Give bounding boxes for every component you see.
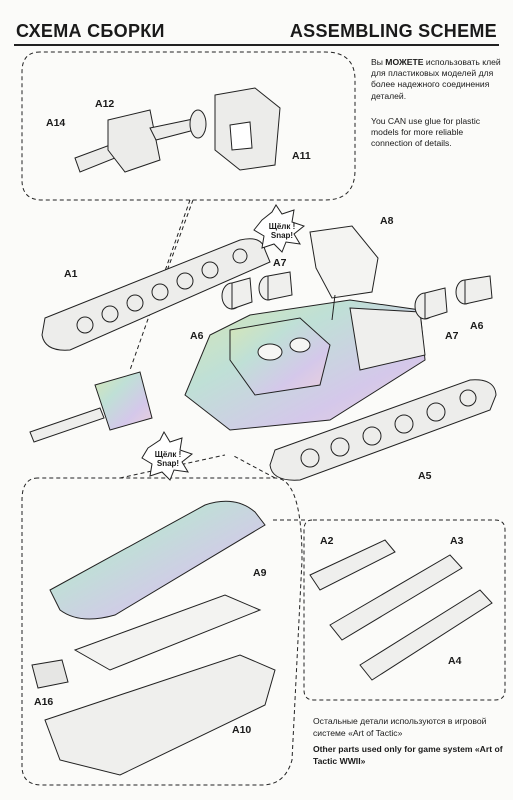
snap-ru-top: Щёлк ! <box>268 222 296 231</box>
detail-box-tracks <box>303 519 506 701</box>
label-a1: A1 <box>64 268 78 280</box>
label-a14: A14 <box>46 117 66 129</box>
snap-ru-bottom: Щёлк ! <box>154 450 182 459</box>
label-a7-left: A7 <box>273 257 287 269</box>
snap-label-bottom: Щёлк !Snap! <box>148 450 188 468</box>
snap-bursts <box>141 204 306 481</box>
label-a8: A8 <box>380 215 394 227</box>
snap-label-top: Щёлк !Snap! <box>262 222 302 240</box>
track-a5 <box>269 379 497 481</box>
label-a5: A5 <box>418 470 432 482</box>
label-a6-left: A6 <box>190 330 204 342</box>
label-a11: A11 <box>292 150 311 162</box>
wheel-parts <box>221 271 493 320</box>
title-en: ASSEMBLING SCHEME <box>289 21 497 41</box>
detail-box-barrel <box>21 51 356 201</box>
label-a6-right: A6 <box>470 320 484 332</box>
glue-note-ru-rest: использовать клей для пластиковых моделе… <box>371 57 501 101</box>
gun-assembly <box>29 371 153 443</box>
label-a3: A3 <box>450 535 464 547</box>
snap-en-top: Snap! <box>270 231 294 240</box>
glue-note-ru: Вы МОЖЕТЕ использовать клей для пластико… <box>371 57 506 102</box>
label-a16: A16 <box>34 696 54 708</box>
label-a7-right: A7 <box>445 330 459 342</box>
track-a1 <box>41 238 271 351</box>
glue-note-ru-prefix: Вы <box>371 57 386 67</box>
label-a9: A9 <box>253 567 267 579</box>
track-parts-a2-a4 <box>309 539 493 681</box>
title-ru: СХЕМА СБОРКИ <box>16 21 165 41</box>
barrel-parts <box>74 87 281 173</box>
label-a2: A2 <box>320 535 334 547</box>
hull-parts-a9-a10 <box>31 500 276 776</box>
glue-note-en: You CAN use glue for plastic models for … <box>371 116 481 149</box>
label-a10: A10 <box>232 724 252 736</box>
hull-body <box>184 299 426 431</box>
header-bar: СХЕМА СБОРКИ ASSEMBLING SCHEME <box>14 18 499 46</box>
glue-note-ru-emphasis: МОЖЕТЕ <box>385 57 424 67</box>
label-a4: A4 <box>448 655 462 667</box>
plate-a8 <box>309 225 379 321</box>
label-a12: A12 <box>95 98 115 110</box>
footer-note-en: Other parts used only for game system «A… <box>313 744 503 766</box>
footer-note-ru: Остальные детали используются в игровой … <box>313 716 487 738</box>
snap-en-bottom: Snap! <box>156 459 180 468</box>
detail-box-hull <box>21 477 303 786</box>
